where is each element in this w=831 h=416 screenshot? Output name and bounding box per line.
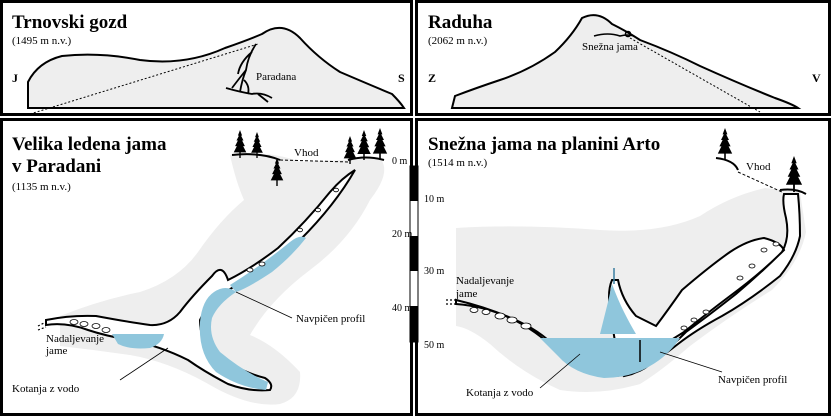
pools-label: Kotanja z vodo bbox=[12, 383, 80, 395]
continuation-arrow bbox=[446, 299, 456, 305]
panel-altitude: (2062 m n.v.) bbox=[428, 35, 488, 47]
cave-label: Snežna jama bbox=[582, 41, 638, 53]
entrance-label: Vhod bbox=[294, 147, 319, 159]
mountain-profile bbox=[27, 27, 406, 109]
section-line bbox=[629, 37, 761, 113]
entrance-label: Vhod bbox=[746, 161, 771, 173]
surface-left bbox=[715, 157, 739, 171]
panel-trnovski: Trnovski gozd (1495 m n.v.) J S Paradana bbox=[0, 0, 413, 116]
panel-raduha: Raduha (2062 m n.v.) Z V Snežna jama bbox=[415, 0, 831, 116]
snezna-cave-mini bbox=[593, 30, 635, 38]
entrance-line bbox=[737, 171, 783, 193]
pools-leader bbox=[539, 353, 581, 389]
scale-label: 20 m bbox=[392, 229, 413, 240]
continuation-arrow bbox=[37, 321, 47, 331]
rock-blocks bbox=[469, 241, 780, 331]
pools-leader bbox=[119, 347, 169, 381]
scale-segment bbox=[410, 166, 418, 201]
direction-left: J bbox=[12, 71, 18, 85]
panel-altitude: (1495 m n.v.) bbox=[12, 35, 72, 47]
water-pool bbox=[199, 288, 268, 390]
profile-label: Navpičen profil bbox=[718, 374, 787, 386]
scale-label: 10 m bbox=[424, 194, 445, 205]
continuation-label-line1: Nadaljevanje bbox=[456, 275, 514, 287]
cave-label: Paradana bbox=[256, 71, 296, 83]
continuation-label-line2: jame bbox=[455, 288, 477, 300]
scale-label: 40 m bbox=[392, 303, 413, 314]
continuation-label-line2: jame bbox=[45, 345, 67, 357]
water-pool bbox=[230, 236, 306, 292]
scale-label: 0 m bbox=[392, 156, 408, 167]
profile-leader bbox=[235, 291, 293, 319]
paradana-cave-mini bbox=[225, 43, 273, 103]
rock-blocks bbox=[69, 187, 339, 333]
panel-title-line1: Velika ledena jama bbox=[12, 134, 167, 155]
panel-title: Raduha bbox=[428, 12, 493, 33]
direction-right: S bbox=[398, 71, 405, 85]
panel-title: Snežna jama na planini Arto bbox=[428, 134, 660, 155]
water-pool bbox=[540, 338, 680, 378]
ice-column bbox=[600, 284, 636, 334]
panel-altitude: (1135 m n.v.) bbox=[12, 181, 71, 193]
panel-altitude: (1514 m n.v.) bbox=[428, 157, 488, 169]
pools-label: Kotanja z vodo bbox=[466, 387, 534, 399]
scale-segment bbox=[410, 306, 418, 342]
profile-label: Navpičen profil bbox=[296, 313, 365, 325]
surface-left bbox=[231, 153, 281, 161]
entrance-line bbox=[279, 159, 351, 163]
water-pool bbox=[112, 334, 164, 349]
depth-scale: 0 m 10 m 20 m 30 m 40 m 50 m bbox=[392, 156, 445, 351]
profile-leader bbox=[659, 351, 723, 373]
panel-arto: Snežna jama na planini Arto (1514 m n.v.… bbox=[415, 118, 831, 416]
scale-label: 50 m bbox=[424, 340, 445, 351]
direction-left: Z bbox=[428, 71, 436, 85]
surface-right bbox=[347, 156, 385, 161]
continuation-label-line1: Nadaljevanje bbox=[46, 333, 104, 345]
panel-title: Trnovski gozd bbox=[12, 12, 128, 33]
panel-title-line2: v Paradani bbox=[12, 156, 101, 177]
direction-right: V bbox=[812, 71, 821, 85]
panel-paradana: Velika ledena jama v Paradani (1135 m n.… bbox=[0, 118, 413, 416]
scale-label: 30 m bbox=[424, 266, 445, 277]
scale-segment bbox=[410, 236, 418, 271]
